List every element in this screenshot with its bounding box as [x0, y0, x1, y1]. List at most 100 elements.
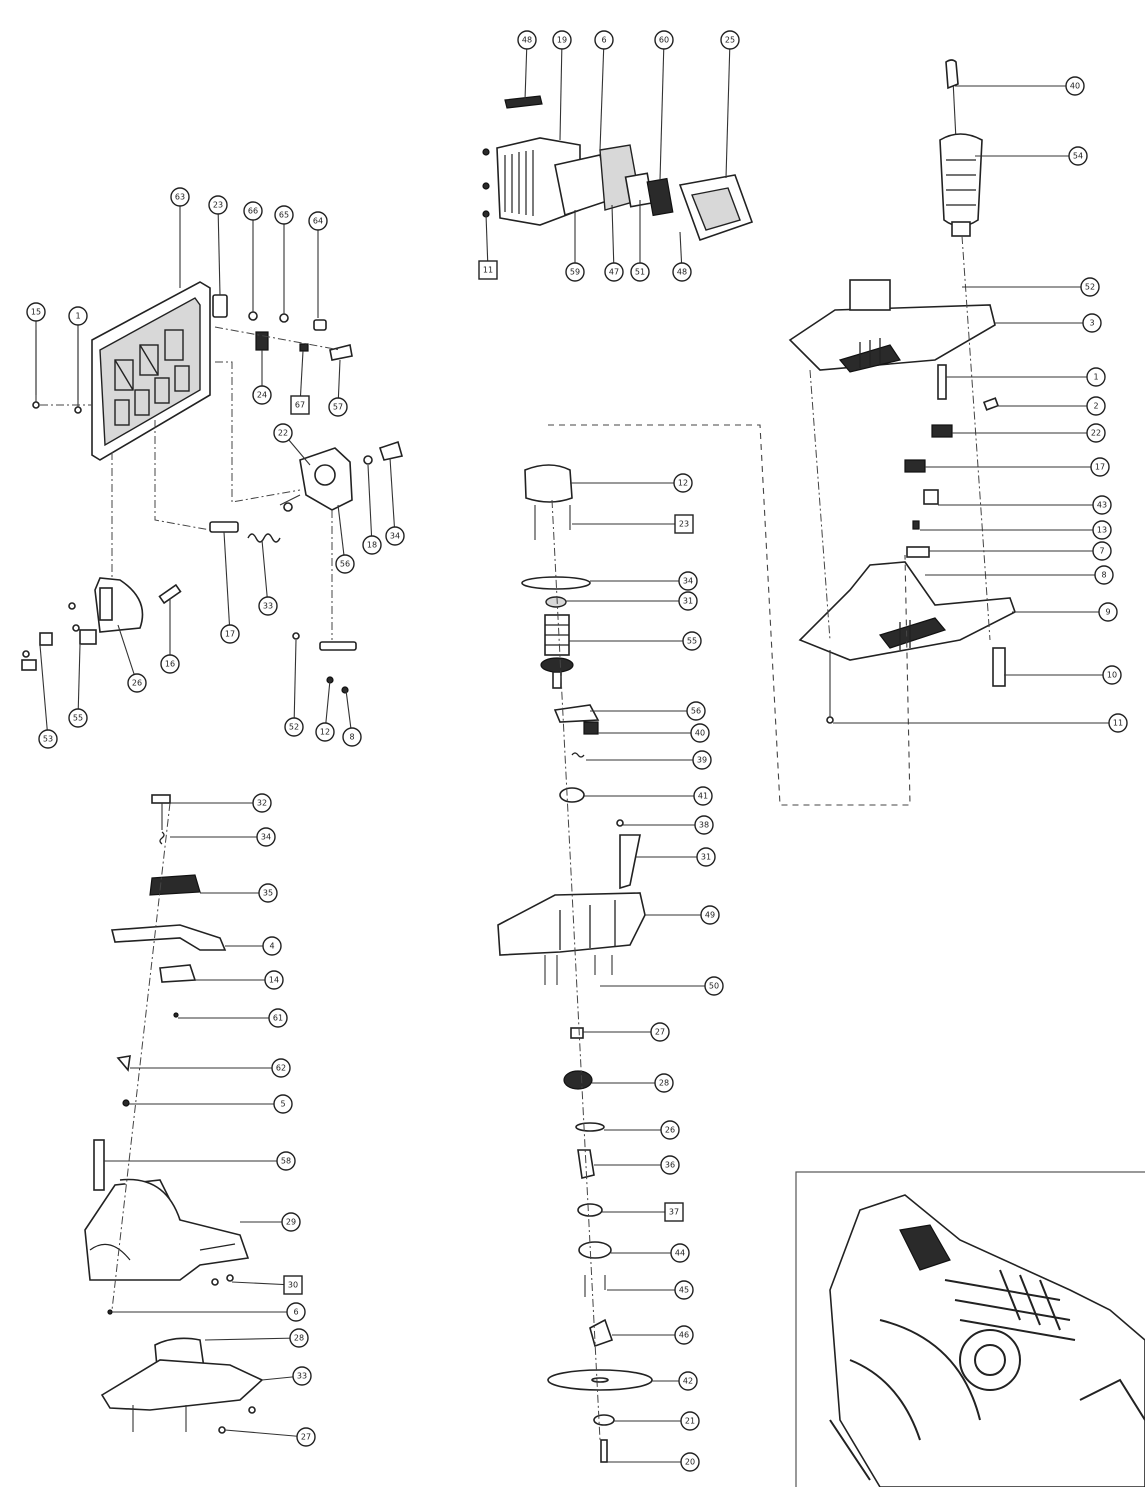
callout-number: 1 [75, 312, 80, 321]
callout-number: 46 [679, 1331, 689, 1340]
callout-number: 51 [635, 268, 645, 277]
callout-bubble [284, 717, 304, 737]
callout-number: 16 [165, 660, 175, 669]
callout-number: 23 [679, 520, 689, 529]
callout-bubble [517, 30, 537, 50]
callout-number: 10 [1107, 671, 1117, 680]
callout-leader-line [337, 504, 346, 565]
callout-number: 60 [659, 36, 669, 45]
callout-bubble [604, 262, 624, 282]
callout-leader-line [217, 204, 221, 296]
callout-bubble [258, 883, 278, 903]
callout-number: 52 [1085, 283, 1095, 292]
callout-bubble [26, 302, 46, 322]
callout-number: 64 [313, 217, 323, 226]
callout-number: 58 [281, 1157, 291, 1166]
callout-number: 8 [1101, 571, 1106, 580]
callout-number: 34 [261, 833, 271, 842]
callout-number: 27 [301, 1433, 311, 1442]
saw-blade [547, 1369, 653, 1391]
callout-number: 12 [320, 728, 330, 737]
callout-bubble [243, 201, 263, 221]
callout-number: 56 [340, 560, 350, 569]
motor-housing-cap [524, 464, 573, 503]
callout-bubble [552, 30, 572, 50]
callout-number: 26 [665, 1126, 675, 1135]
callout-bubble [328, 397, 348, 417]
callout-number: 59 [570, 268, 580, 277]
callout-bubble [1092, 541, 1112, 561]
callout-leader-line [224, 1429, 307, 1438]
callout-number: 5 [280, 1100, 285, 1109]
callout-bubble [1102, 665, 1122, 685]
callout-bubble [1068, 146, 1088, 166]
callout-number: 6 [293, 1308, 298, 1317]
callout-number: 24 [257, 391, 267, 400]
callout-bubble [660, 1120, 680, 1140]
callout-bubble [170, 187, 190, 207]
callout-leader-line [559, 39, 563, 141]
callout-number: 27 [655, 1028, 665, 1037]
callout-number: 30 [288, 1281, 298, 1290]
handle-group [548, 59, 1016, 806]
callout-bubble [696, 847, 716, 867]
callout-bubble [252, 385, 272, 405]
callout-number: 49 [705, 911, 715, 920]
callout-number: 66 [248, 207, 258, 216]
callout-number: 55 [73, 714, 83, 723]
callout-number: 3 [1089, 319, 1094, 328]
callout-number: 48 [522, 36, 532, 45]
callout-number: 61 [273, 1014, 283, 1023]
callout-number: 26 [132, 679, 142, 688]
callout-bubble [273, 423, 293, 443]
callout-number: 1 [1093, 373, 1098, 382]
callout-bubble [700, 905, 720, 925]
callout-number: 12 [678, 479, 688, 488]
callout-number: 36 [665, 1161, 675, 1170]
callout-number: 34 [390, 532, 400, 541]
callout-bubble [720, 30, 740, 50]
callout-number: 34 [683, 577, 693, 586]
callout-number: 53 [43, 735, 53, 744]
callout-bubble [594, 30, 614, 50]
callout-number: 56 [691, 707, 701, 716]
callout-bubble [672, 262, 692, 282]
callout-bubble [674, 1280, 694, 1300]
callout-bubble [565, 262, 585, 282]
callout-leader-line [223, 531, 231, 635]
callout-bubble [678, 1371, 698, 1391]
callout-bubble [1092, 520, 1112, 540]
callout-bubble [1108, 713, 1128, 733]
callout-bubble [1086, 396, 1106, 416]
callout-number: 14 [269, 976, 279, 985]
callout-bubble [1098, 602, 1118, 622]
callout-bubble [160, 654, 180, 674]
callout-leader-line [524, 39, 528, 101]
callout-number: 8 [349, 733, 354, 742]
callout-bubble [654, 1073, 674, 1093]
callout-leader-line [725, 39, 731, 179]
assembled-tool-inset [795, 1171, 1145, 1487]
callout-leader-line [39, 644, 49, 740]
guard-group [84, 794, 264, 1434]
callout-bubble [674, 1325, 694, 1345]
callout-bubble [289, 1328, 309, 1348]
callout-bubble [385, 526, 405, 546]
callout-bubble [252, 793, 272, 813]
callout-number: 29 [286, 1218, 296, 1227]
callout-bubble [283, 1275, 303, 1295]
callout-number: 15 [31, 308, 41, 317]
callout-bubble [1094, 565, 1114, 585]
callout-bubble [290, 395, 310, 415]
callout-number: 7 [1099, 547, 1104, 556]
callout-bubble [704, 976, 724, 996]
callout-bubble [674, 514, 694, 534]
callout-bubble [268, 1008, 288, 1028]
callout-number: 4 [269, 942, 274, 951]
handle-half-upper [788, 304, 996, 371]
motor-group [497, 464, 653, 1463]
base-plate-group [21, 281, 404, 694]
callout-number: 55 [687, 637, 697, 646]
